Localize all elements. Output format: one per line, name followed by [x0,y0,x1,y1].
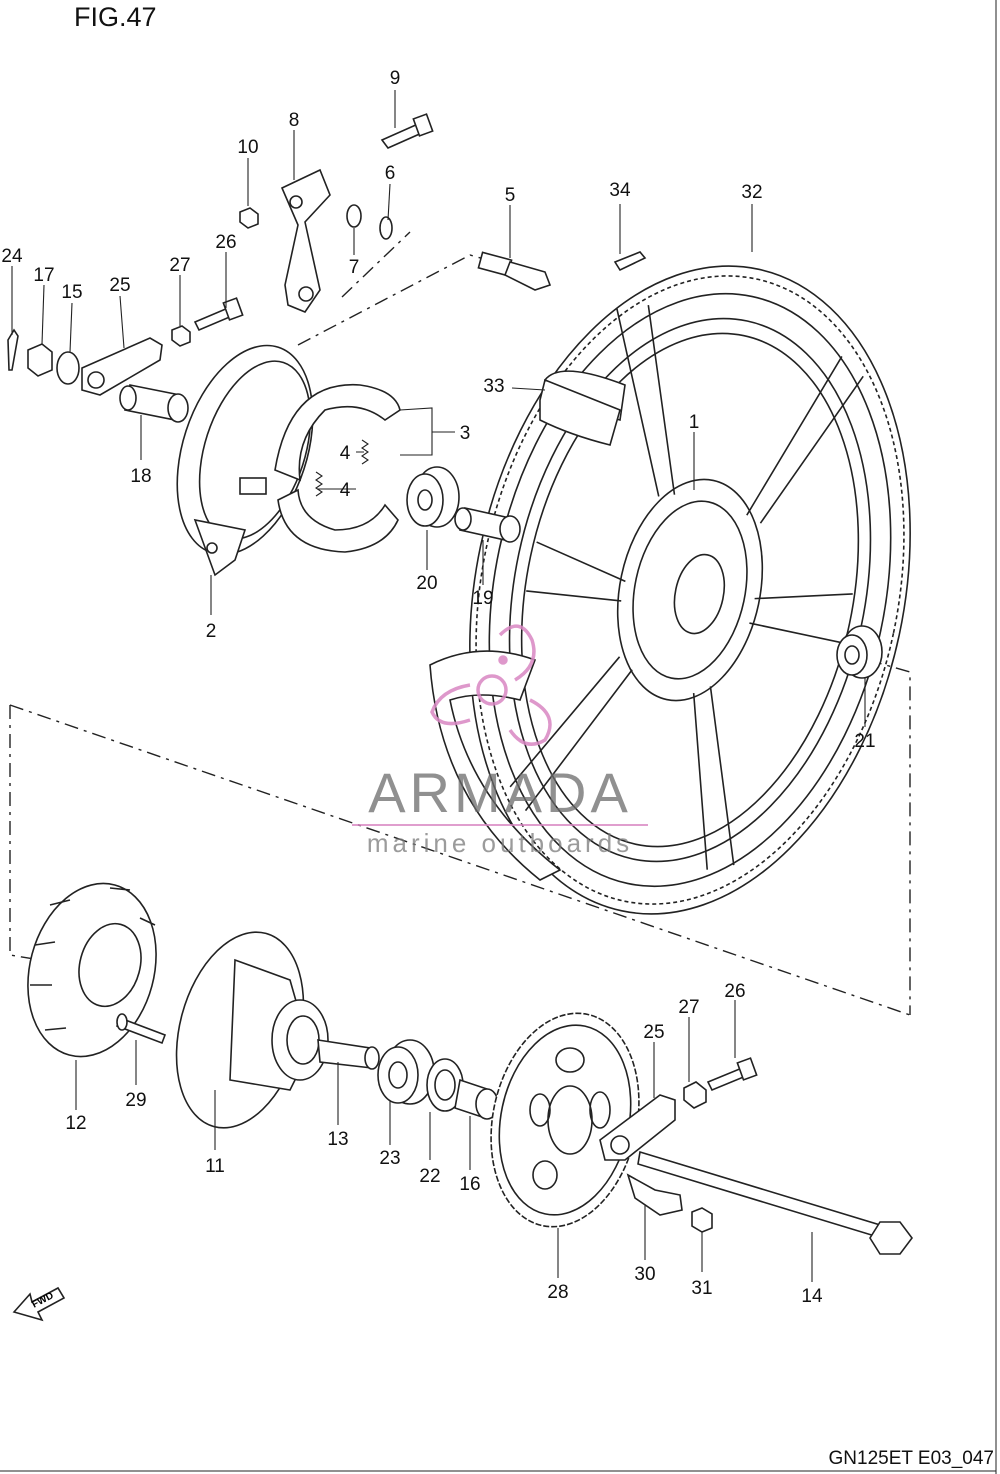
callout-4b: 4 [340,480,351,501]
nut-17 [27,343,53,377]
nut-10 [239,207,259,229]
callout-12: 12 [65,1113,86,1134]
callout-34: 34 [609,180,631,201]
callout-14: 14 [801,1286,823,1307]
inner-tube [539,370,626,446]
callout-31: 31 [691,1278,712,1299]
callout-23: 23 [379,1148,400,1169]
nut-27-upper [171,325,191,347]
callout-20: 20 [416,573,437,594]
bolt-26-lower [706,1057,758,1092]
rim-band-clip [613,251,647,272]
callout-28: 28 [547,1282,568,1303]
callout-33: 33 [483,376,504,397]
stud-bolt-29 [115,1013,167,1045]
callout-27b: 27 [678,997,699,1018]
callout-15: 15 [61,282,82,303]
watermark: ARMADA marine outboards [352,624,648,858]
callout-21: 21 [854,731,875,752]
rear-wheel-rim [488,292,892,888]
callout-29: 29 [125,1090,146,1111]
watermark-brand: ARMADA [368,761,632,824]
callout-3: 3 [460,423,471,444]
leader-lines [11,90,866,1282]
callout-19: 19 [472,588,493,609]
sprocket-drum [175,931,329,1129]
figure-code: GN125ET E03_047 [828,1448,995,1469]
chain-adjuster [626,1173,683,1216]
callout-18: 18 [130,466,151,487]
callout-30: 30 [634,1264,655,1285]
callout-10: 10 [237,137,258,158]
callouts: 1 2 3 4 4 5 6 7 8 9 10 11 12 13 14 15 16… [1,68,875,1307]
valve [477,251,552,291]
rear-tire [469,265,911,915]
callout-2: 2 [206,621,217,642]
bearing-20 [406,466,460,528]
bolt-26-upper [193,297,244,332]
callout-7: 7 [349,257,360,278]
callout-16: 16 [459,1174,480,1195]
tire-section [429,650,562,881]
torque-link-upper [81,337,163,396]
callout-13: 13 [327,1129,348,1150]
callout-9: 9 [390,68,401,89]
bearing-23 [377,1039,435,1105]
washer-15 [56,351,80,385]
callout-26b: 26 [724,981,745,1002]
oring-6 [379,216,393,240]
figure-title: FIG.47 [74,2,157,32]
fwd-arrow: FWD [12,1286,66,1322]
spacer-19 [454,507,521,543]
watermark-logo [430,624,552,746]
bearing-right [836,625,883,679]
callout-22: 22 [419,1166,440,1187]
brake-shoes [274,383,401,553]
callout-24: 24 [1,246,23,267]
callout-1: 1 [689,412,700,433]
bolt-9 [380,113,434,149]
callout-25b: 25 [643,1022,664,1043]
callout-6: 6 [385,163,396,184]
callout-11: 11 [205,1156,225,1177]
nut-31 [691,1207,713,1233]
spacer-16 [454,1078,499,1120]
torque-link-lower [599,1094,676,1161]
spacer-13 [317,1039,380,1070]
callout-26a: 26 [215,232,236,253]
callout-27a: 27 [169,255,190,276]
cush-damper [27,882,157,1058]
callout-17: 17 [33,265,54,286]
cam-lever [280,168,331,313]
watermark-tagline: marine outboards [367,828,633,858]
callout-8: 8 [289,110,300,131]
callout-4a: 4 [340,443,351,464]
shoe-springs [315,439,369,497]
callout-5: 5 [505,185,516,206]
washer-7 [346,204,362,228]
callout-25a: 25 [109,275,130,296]
rear-axle [637,1150,913,1255]
nut-27-lower [683,1081,707,1109]
cotter-pin-24 [7,328,19,371]
spacer-18 [119,384,189,423]
callout-32: 32 [741,182,762,203]
